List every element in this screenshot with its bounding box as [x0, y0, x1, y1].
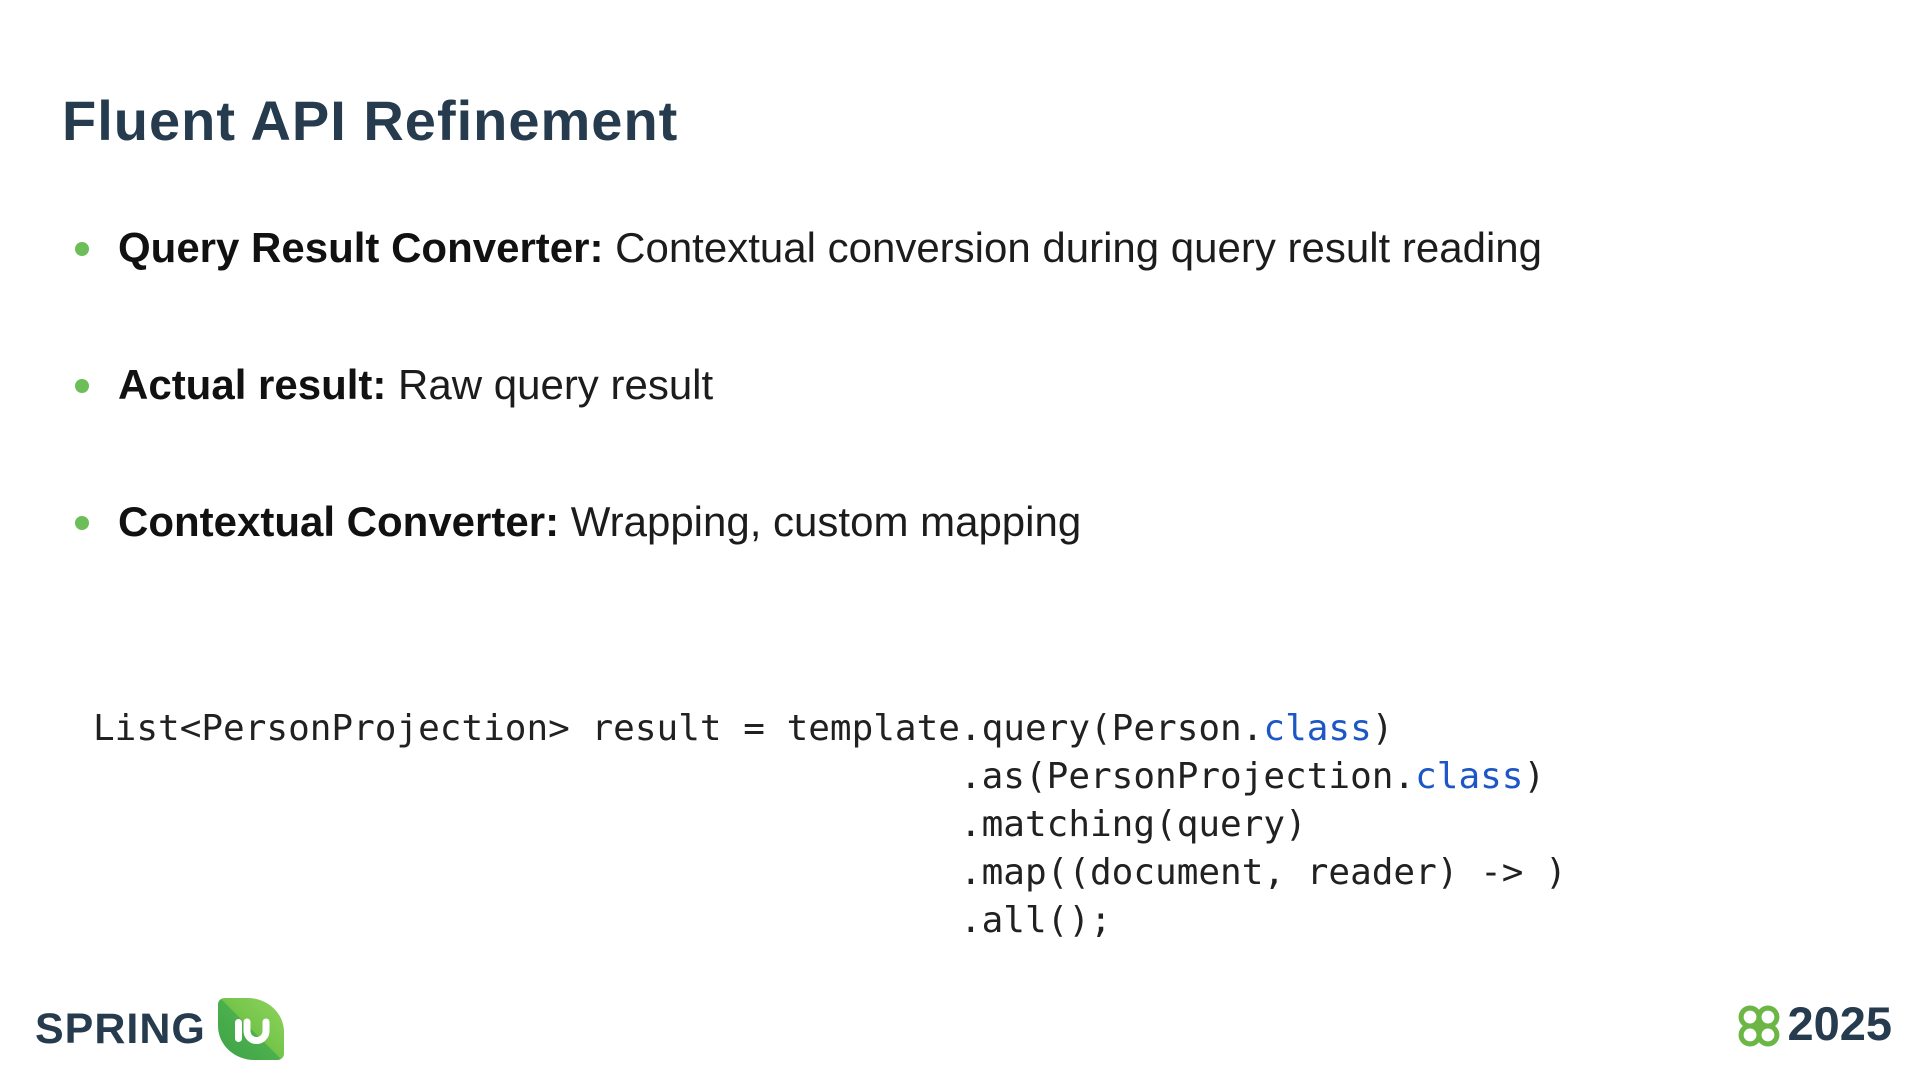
bullet-rest: Contextual conversion during query resul… — [603, 224, 1543, 271]
spring-wordmark: SPRING — [35, 1004, 206, 1053]
bullet-dot-icon — [75, 242, 89, 256]
code-text: .all(); — [93, 900, 1112, 941]
code-line: .as(PersonProjection.class) — [93, 753, 1567, 801]
leaf-icon — [217, 998, 284, 1060]
code-line: .matching(query) — [93, 801, 1567, 849]
bullet-item: Contextual Converter: Wrapping, custom m… — [75, 498, 1875, 546]
flower-icon — [1738, 1005, 1780, 1046]
bullet-dot-icon — [75, 379, 89, 393]
bullet-lead: Contextual Converter: — [118, 498, 560, 545]
bullet-item: Query Result Converter: Contextual conve… — [75, 224, 1875, 272]
bullet-text: Contextual Converter: Wrapping, custom m… — [118, 498, 1081, 546]
year-badge: 2025 — [1736, 996, 1892, 1051]
page-title: Fluent API Refinement — [62, 89, 679, 152]
bullet-list: Query Result Converter: Contextual conve… — [75, 224, 1875, 635]
code-keyword: class — [1415, 756, 1524, 797]
code-text: .matching(query) — [93, 804, 1307, 845]
code-text: .as(PersonProjection. — [93, 756, 1416, 797]
bullet-text: Actual result: Raw query result — [118, 361, 713, 409]
code-text: ) — [1371, 708, 1394, 749]
bullet-lead: Actual result: — [118, 361, 387, 408]
bullet-dot-icon — [75, 516, 89, 530]
code-keyword: class — [1263, 708, 1372, 749]
year-label: 2025 — [1787, 997, 1892, 1050]
code-line: List<PersonProjection> result = template… — [93, 705, 1567, 753]
code-block: List<PersonProjection> result = template… — [93, 705, 1567, 945]
bullet-rest: Wrapping, custom mapping — [559, 498, 1082, 545]
bullet-rest: Raw query result — [386, 361, 714, 408]
leaf-io-glyph — [234, 1018, 270, 1044]
bullet-lead: Query Result Converter: — [118, 224, 604, 271]
code-line: .map((document, reader) -> ) — [93, 849, 1567, 897]
bullet-text: Query Result Converter: Contextual conve… — [118, 224, 1542, 272]
code-text: .map((document, reader) -> ) — [93, 852, 1567, 893]
springio-logo: SPRING — [35, 998, 284, 1060]
code-text: ) — [1523, 756, 1546, 797]
code-line: .all(); — [93, 897, 1567, 945]
bullet-item: Actual result: Raw query result — [75, 361, 1875, 409]
code-text: List<PersonProjection> result = template… — [93, 708, 1264, 749]
